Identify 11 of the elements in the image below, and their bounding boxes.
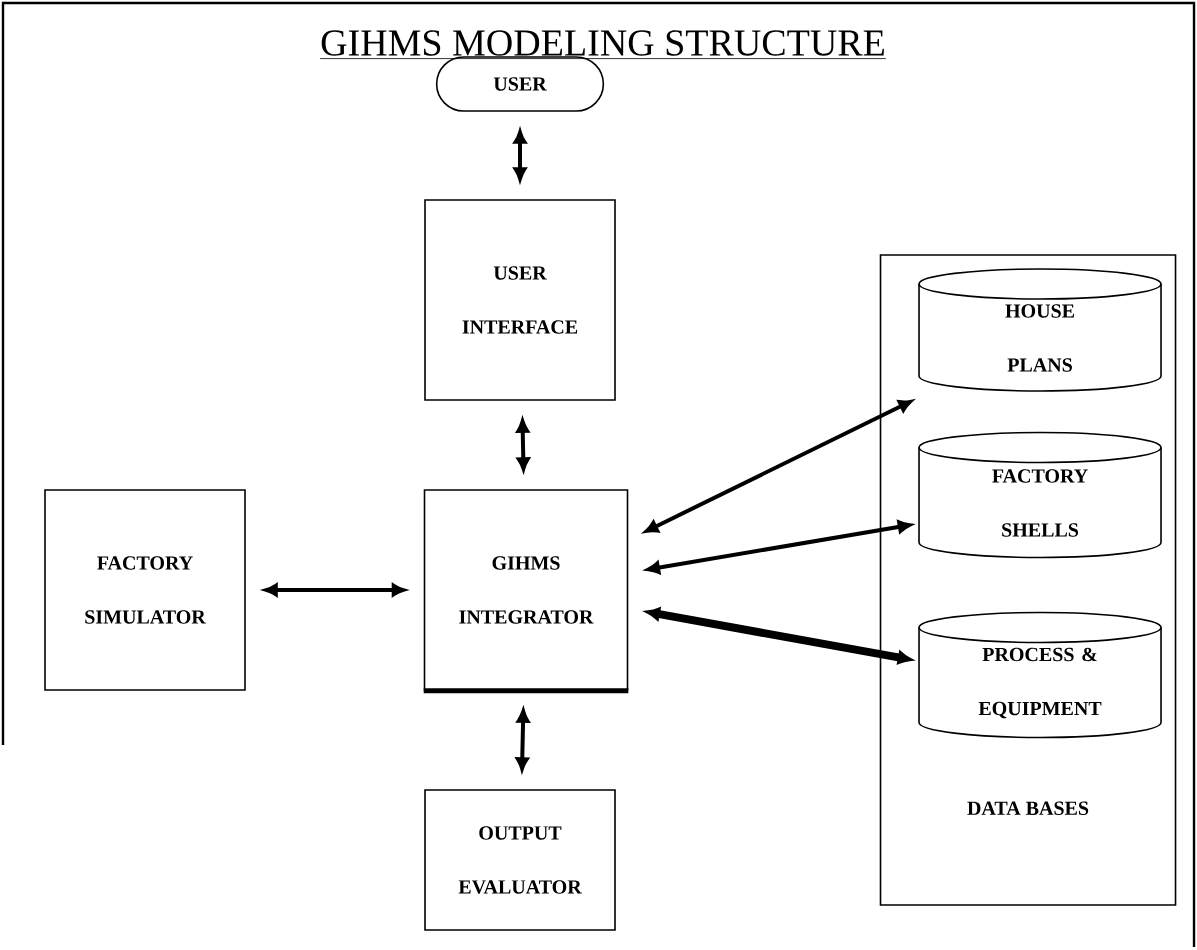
database-cylinder: HOUSE PLANS xyxy=(918,268,1162,392)
database-cylinder: FACTORY SHELLS xyxy=(918,431,1162,559)
node-label: HOUSE PLANS xyxy=(1005,304,1075,372)
title: GIHMS MODELING STRUCTURE xyxy=(319,30,887,59)
database-cylinder: PROCESS & EQUIPMENT xyxy=(918,611,1162,739)
node-label: FACTORY SHELLS xyxy=(992,469,1088,537)
node-label: PROCESS & EQUIPMENT xyxy=(978,647,1102,719)
process-box: GIHMS INTEGRATOR xyxy=(423,489,629,694)
process-box: OUTPUT EVALUATOR xyxy=(424,789,616,931)
process-box: FACTORY SIMULATOR xyxy=(44,489,246,691)
process-box: USER INTERFACE xyxy=(424,199,616,401)
